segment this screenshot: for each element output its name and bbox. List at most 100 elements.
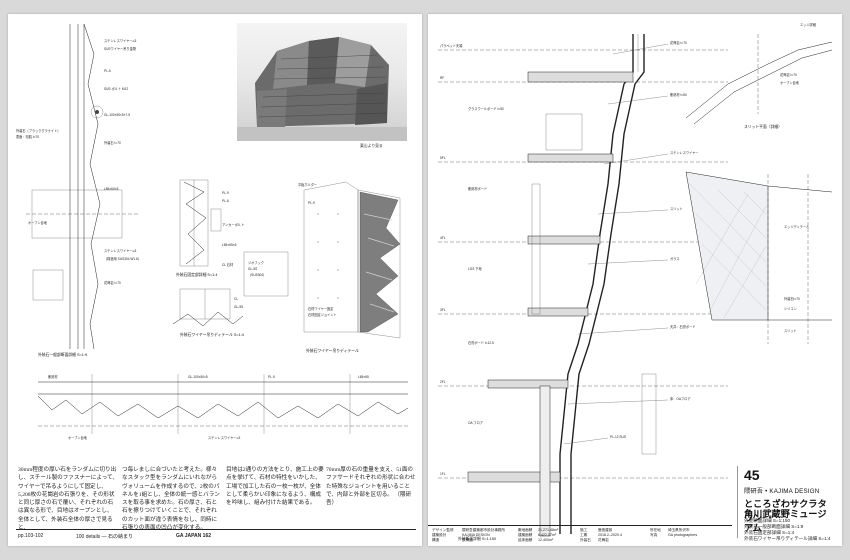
architect-label: 建築設計 bbox=[432, 533, 447, 537]
svg-text:PL-9: PL-9 bbox=[222, 191, 229, 195]
building-photo bbox=[237, 23, 407, 141]
svg-text:外装石t=70: 外装石t=70 bbox=[784, 296, 800, 301]
svg-text:PL-12 SUS: PL-12 SUS bbox=[610, 435, 626, 439]
body-author: （隈研吾） bbox=[326, 491, 412, 507]
body-column-4-text: 70mm厚の石の重量を支え、51面のファサードそれぞれの形状に合わせた特殊なジョ… bbox=[326, 467, 416, 498]
building-value: 6,422.07m² bbox=[538, 533, 557, 537]
level-5f: 5FL bbox=[440, 156, 446, 160]
svg-text:石材固定ジョイント: 石材固定ジョイント bbox=[308, 312, 337, 317]
stone-label: 外装石 bbox=[580, 538, 591, 542]
label-stone: 花崗岩 t=70 bbox=[670, 40, 687, 45]
project-data-table: デザイン監修 隈研吾建築都市設計事務所 建築設計 KAJIMA DESIGN 構… bbox=[428, 525, 732, 542]
svg-text:ステンレスワイヤー⌀3: ステンレスワイヤー⌀3 bbox=[104, 248, 137, 253]
svg-text:断熱材: 断熱材 bbox=[48, 374, 58, 379]
label-floor: 床：OAフロア bbox=[670, 396, 691, 401]
period-label: 工期 bbox=[580, 533, 588, 537]
site-label: 敷地面積 bbox=[518, 528, 533, 532]
plan-a-caption: 外装石固定部詳細 S=1:4 bbox=[176, 272, 217, 277]
left-page: ステンレスワイヤー⌀3 SUSワイヤー吊り金物 PL-6 SUS ボルト M12… bbox=[8, 14, 422, 546]
magazine-name: GA JAPAN 162 bbox=[176, 533, 212, 539]
drawing-list-item: 外壁断面詳細 S=1:150 bbox=[744, 518, 791, 523]
svg-text:ステンレスワイヤー⌀3: ステンレスワイヤー⌀3 bbox=[104, 38, 137, 43]
architect-value: KAJIMA DESIGN bbox=[462, 533, 490, 537]
svg-text:L65×65: L65×65 bbox=[358, 375, 369, 379]
svg-text:L65×65×6: L65×65×6 bbox=[222, 243, 237, 247]
svg-text:石材ワイヤー固定: 石材ワイヤー固定 bbox=[308, 306, 334, 311]
structure-label: 構造 bbox=[432, 538, 440, 542]
label-slit: スリット bbox=[670, 206, 683, 211]
section-a-drawing: ステンレスワイヤー⌀3 SUSワイヤー吊り金物 PL-6 SUS ボルト M12… bbox=[16, 23, 141, 357]
svg-text:LGS 下地: LGS 下地 bbox=[468, 266, 482, 271]
svg-text:花崗岩 t=70: 花崗岩 t=70 bbox=[780, 72, 797, 77]
section-b-drawing: CL GL-5S 外装石ワイヤー吊りディテール S=1:4 ジオフック GL-5… bbox=[172, 251, 289, 337]
svg-text:平板ホルダー: 平板ホルダー bbox=[298, 182, 317, 187]
svg-text:オープン目地: オープン目地 bbox=[68, 435, 88, 440]
angled-detail-drawing: エッジディテール 外装石t=70 シリコン スリット bbox=[685, 171, 833, 344]
svg-text:オープン目地: オープン目地 bbox=[780, 80, 800, 85]
svg-text:石膏ボード t=12.5: 石膏ボード t=12.5 bbox=[468, 340, 494, 345]
svg-text:PL-6: PL-6 bbox=[104, 69, 111, 73]
project-info: 45 隈研吾 • KAJIMA DESIGN ところざわサクラタウン 角川武蔵野… bbox=[737, 466, 834, 541]
right-page: パラペット天端 RF 5FL 4FL 3FL 2FL 1FL bbox=[428, 14, 842, 546]
svg-text:断熱材ボード: 断熱材ボード bbox=[468, 186, 487, 191]
section-a-caption: 外装石一般部断面詳細 S=1:9 bbox=[38, 352, 87, 357]
address-value: 埼玉県所沢市 bbox=[668, 528, 690, 532]
page-numbers: pp.103-102 bbox=[18, 533, 44, 539]
building-label: 建築面積 bbox=[518, 533, 533, 537]
svg-text:PL-9: PL-9 bbox=[308, 201, 315, 205]
project-credit: 隈研吾 • KAJIMA DESIGN bbox=[744, 488, 820, 495]
wall-section-drawing: パラペット天端 RF 5FL 4FL 3FL 2FL 1FL bbox=[438, 34, 728, 541]
svg-text:外装石（ブラックグラナイト）: 外装石（ブラックグラナイト） bbox=[16, 128, 61, 133]
drawing-list: 外壁断面詳細 S=1:150 外装石一般部断面詳細 S=1:9 外装石固定部詳細… bbox=[744, 518, 830, 542]
svg-text:CL: CL bbox=[234, 297, 238, 301]
svg-text:（SUS304）: （SUS304） bbox=[248, 272, 266, 277]
structure-value: 鉄骨造 bbox=[462, 538, 473, 542]
label-insulation: 断熱材 t=50 bbox=[670, 92, 687, 97]
project-title-line2: 角川武蔵野ミュージアム bbox=[744, 509, 827, 533]
section-b-caption: 外装石ワイヤー吊りディテール S=1:4 bbox=[180, 332, 244, 337]
photo-caption: 栗山より見る bbox=[360, 144, 383, 148]
svg-text:表面：割肌 t=70: 表面：割肌 t=70 bbox=[16, 134, 39, 139]
level-4f: 4FL bbox=[440, 236, 446, 240]
svg-text:オープン目地: オープン目地 bbox=[28, 220, 48, 225]
level-3f: 3FL bbox=[440, 308, 446, 312]
section-caption: 外装断面詳細 S=1:150 bbox=[458, 536, 496, 541]
svg-text:SUSワイヤー吊り金物: SUSワイヤー吊り金物 bbox=[104, 46, 137, 51]
svg-text:グラスウールボード t=50: グラスウールボード t=50 bbox=[468, 106, 504, 111]
label-edge: エッジ詳細 bbox=[800, 22, 816, 27]
body-column-2: つ毎レましに合づいたと考えた。様々なスタック型をランダムにいれながらヴォリューム… bbox=[122, 467, 220, 532]
drawing-list-item: 外装石ワイヤー吊りディテール詳細 S=1:4 bbox=[744, 536, 831, 541]
svg-text:花崗岩 t=70: 花崗岩 t=70 bbox=[104, 280, 121, 285]
series-title: 100 details — 石の納まり bbox=[76, 534, 133, 540]
svg-text:スリット: スリット bbox=[784, 328, 797, 333]
svg-text:L85×60×5: L85×60×5 bbox=[104, 187, 119, 191]
svg-text:GL-100×50×5: GL-100×50×5 bbox=[188, 375, 208, 379]
body-column-1: 30mm程度の厚い石をランダムに切り出し、スチール製のファスナーによって、ワイヤ… bbox=[18, 467, 118, 532]
building-photo-image bbox=[237, 37, 407, 141]
plan-a-drawing: PL-9 PL-6 アンカーボルト L65×65×6 CL 石材 外装石固定部詳… bbox=[176, 179, 244, 277]
level-rf: RF bbox=[440, 76, 444, 80]
body-column-4: 70mm厚の石の重量を支え、51面のファサードそれぞれの形状に合わせた特殊なジョ… bbox=[326, 466, 418, 507]
address-label: 所在地 bbox=[650, 528, 661, 532]
level-1f: 1FL bbox=[440, 472, 446, 476]
label-wire: ステンレスワイヤー bbox=[670, 150, 699, 155]
drawing-list-item: 外装石固定部詳細 S=1:4 bbox=[744, 530, 795, 535]
svg-text:ステンレスワイヤー⌀3: ステンレスワイヤー⌀3 bbox=[208, 435, 241, 440]
level-parapet: パラペット天端 bbox=[440, 43, 463, 48]
svg-text:GL-5S: GL-5S bbox=[248, 267, 257, 271]
stone-value: 花崗岩 bbox=[598, 538, 609, 542]
svg-text:GL-5S: GL-5S bbox=[234, 305, 243, 309]
svg-text:エッジディテール: エッジディテール bbox=[784, 224, 810, 229]
left-technical-drawings: ステンレスワイヤー⌀3 SUSワイヤー吊り金物 PL-6 SUS ボルト M12… bbox=[16, 23, 409, 440]
photo-label: 写真 bbox=[650, 533, 658, 537]
slit-plan-drawing: 花崗岩 t=70 オープン目地 スリット平面（詳細） エッジ詳細 bbox=[685, 16, 833, 129]
left-footer: pp.103-102 100 details — 石の納まり GA JAPAN … bbox=[16, 529, 416, 542]
drawing-list-item: 外装石一般部断面詳細 S=1:9 bbox=[744, 524, 804, 529]
project-number: 45 bbox=[744, 467, 760, 483]
svg-text:PL-6: PL-6 bbox=[222, 199, 229, 203]
section-c-drawing: 平板ホルダー PL-9 石材ワイヤー固定 石材固定ジョイント 外装石ワイヤー吊り… bbox=[298, 181, 401, 353]
svg-text:外装石 t=70: 外装石 t=70 bbox=[104, 140, 121, 145]
level-2f: 2FL bbox=[440, 380, 446, 384]
right-technical-drawings: パラペット天端 RF 5FL 4FL 3FL 2FL 1FL bbox=[438, 16, 833, 541]
svg-text:ジオフック: ジオフック bbox=[248, 260, 264, 265]
